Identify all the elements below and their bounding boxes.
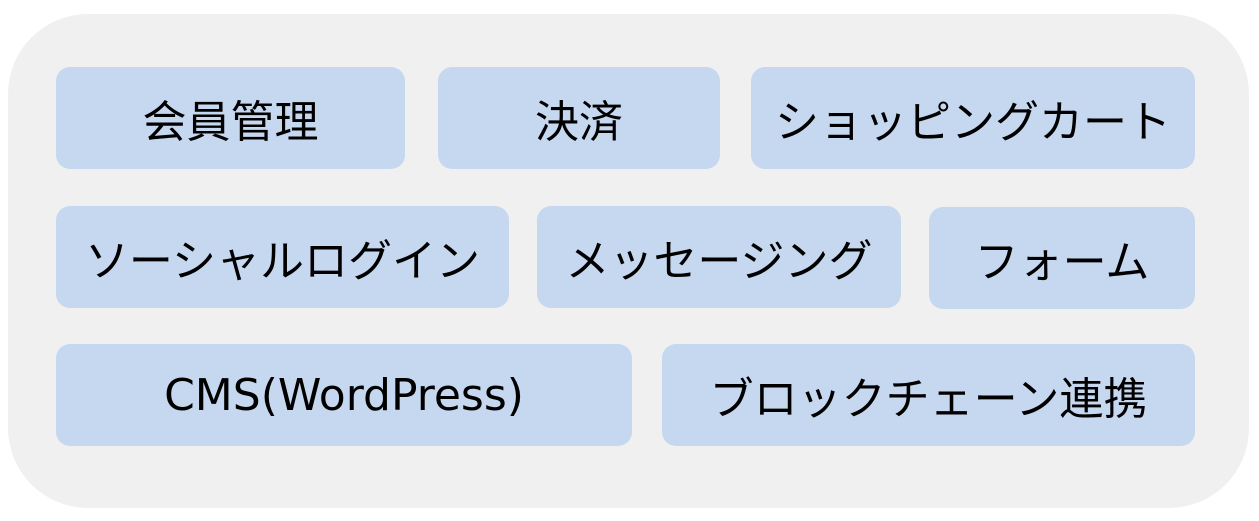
tile-social-login: ソーシャルログイン: [56, 206, 509, 308]
tile-messaging: メッセージング: [537, 206, 901, 308]
tile-blockchain-integration: ブロックチェーン連携: [662, 344, 1195, 446]
tile-member-management: 会員管理: [56, 67, 405, 169]
tile-form: フォーム: [929, 207, 1195, 309]
tile-cms-wordpress: CMS(WordPress): [56, 344, 632, 446]
tile-payment: 決済: [438, 67, 720, 169]
tile-shopping-cart: ショッピングカート: [751, 67, 1195, 169]
